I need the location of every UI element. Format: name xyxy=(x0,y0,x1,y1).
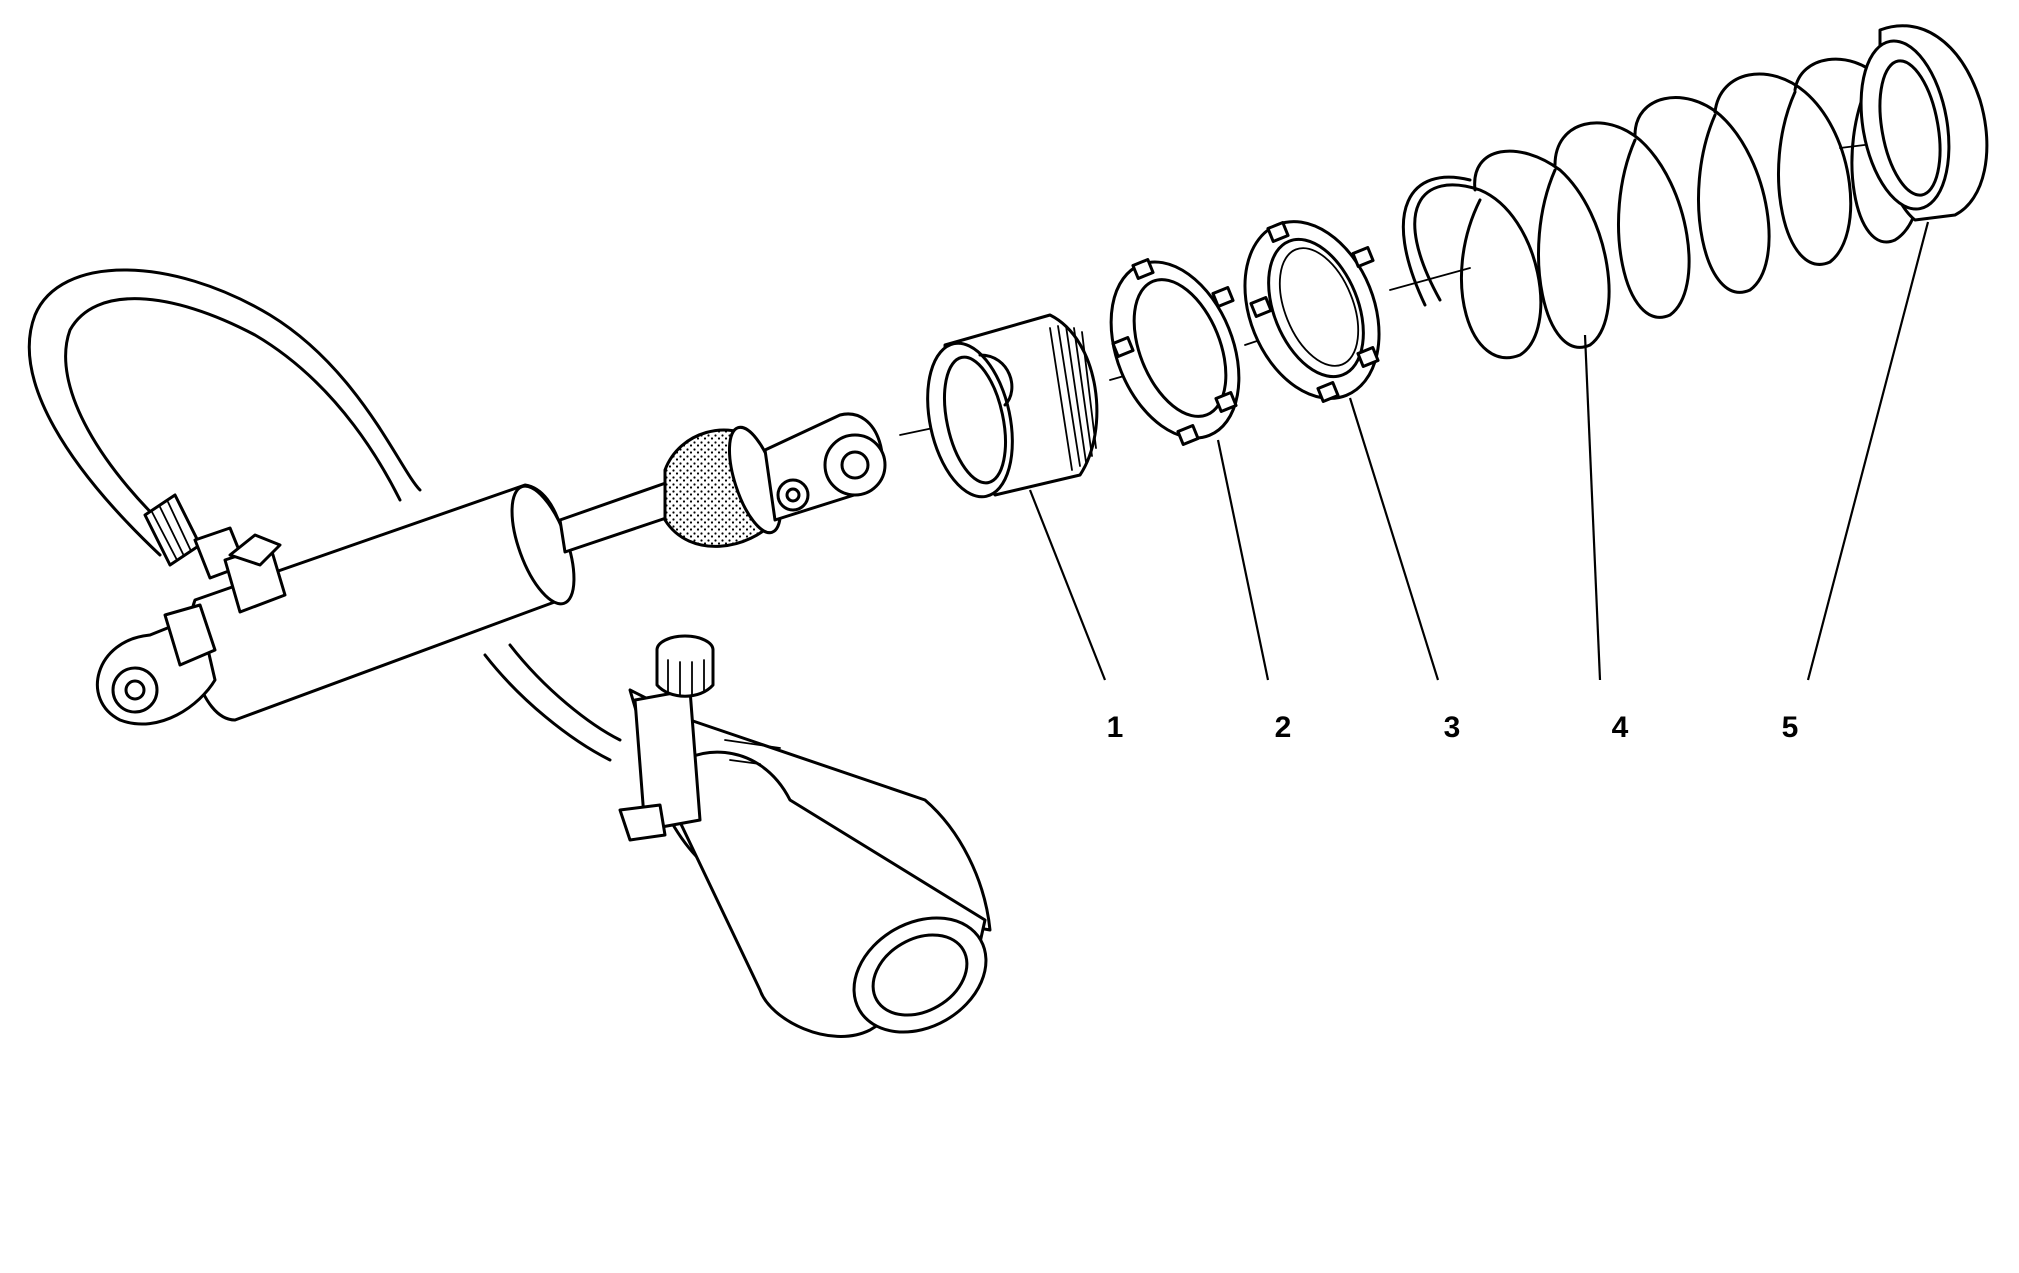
spring-cup xyxy=(1859,24,1989,222)
callout-2: 2 xyxy=(1275,711,1292,744)
upper-eye-mount xyxy=(763,412,887,522)
leader-lines xyxy=(1028,221,1930,681)
coil-spring xyxy=(1401,57,1922,359)
remote-reservoir xyxy=(618,634,992,1038)
callout-4: 4 xyxy=(1612,711,1629,744)
threaded-sleeve xyxy=(926,313,1099,499)
callout-3: 3 xyxy=(1444,711,1461,744)
lock-ring-nut xyxy=(1109,258,1241,446)
callout-labels: 1 2 3 4 5 xyxy=(1107,711,1799,744)
shock-cylinder xyxy=(95,483,576,726)
callout-1: 1 xyxy=(1107,711,1124,744)
callout-5: 5 xyxy=(1782,711,1799,744)
shock-absorber-assembly xyxy=(27,268,992,1038)
adjuster-ring-nut xyxy=(1243,220,1381,403)
hydraulic-hose xyxy=(27,268,622,762)
